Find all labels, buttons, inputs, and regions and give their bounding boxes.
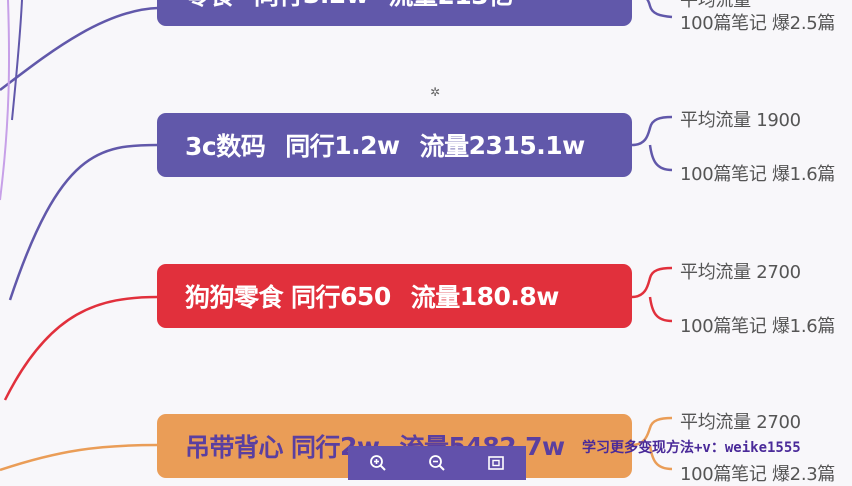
node-traffic-label: 流量 [410,283,461,312]
leaf-average-traffic[interactable]: 平均流量 2700 [680,412,801,433]
node-traffic-label: 流量 [388,0,438,12]
node-peers-label: 同行 [291,433,341,462]
zoom-out-icon[interactable] [424,450,450,476]
node-category: 狗狗零食 [185,283,284,312]
branch-line-edge2 [11,0,23,121]
node-peers-label: 同行 [254,0,304,12]
node-peers-value: 650 [340,281,391,311]
node-peers-value: 3.2w [303,0,369,9]
branch-line-tank [0,443,159,472]
leaf-bracket-3c [631,115,673,172]
fit-screen-icon[interactable] [483,450,509,476]
leaf-notes[interactable]: 100篇笔记 爆2.3篇 [680,464,836,485]
node-category: 吊带背心 [185,433,284,462]
cursor-icon: ✲ [430,85,441,99]
node-category: 3c数码 [185,132,266,161]
node-peers-value: 1.2w [334,130,400,160]
node-category: 零食 [185,0,235,12]
node-peers-label: 同行 [291,283,341,312]
zoom-toolbar [348,446,526,480]
topic-node-snacks[interactable]: 零食 同行 3.2w 流量 213亿 [157,0,632,26]
branch-line-3c [8,143,159,301]
leaf-average-traffic[interactable]: 平均流量 [680,0,751,11]
node-traffic-value: 180.8w [459,281,560,311]
node-traffic-value: 213亿 [437,0,513,12]
branch-line-edge [0,0,11,201]
node-peers-label: 同行 [285,132,335,161]
leaf-average-traffic[interactable]: 平均流量 2700 [680,262,801,283]
zoom-in-icon[interactable] [365,450,391,476]
leaf-bracket-dog [631,266,673,323]
leaf-average-traffic[interactable]: 平均流量 1900 [680,110,801,131]
branch-line-dog [3,295,159,401]
topic-node-3c[interactable]: 3c数码 同行 1.2w 流量 2315.1w [157,113,632,177]
leaf-bracket-tank [631,416,673,471]
node-traffic-label: 流量 [419,132,470,161]
leaf-notes[interactable]: 100篇笔记 爆1.6篇 [680,164,836,185]
watermark-text: 学习更多变现方法+v：weike1555 [582,440,801,456]
leaf-notes[interactable]: 100篇笔记 爆1.6篇 [680,316,836,337]
branch-line-snacks [0,6,159,91]
leaf-notes[interactable]: 100篇笔记 爆2.5篇 [680,13,836,34]
leaf-bracket-snacks [646,0,673,19]
node-traffic-value: 2315.1w [468,130,586,160]
topic-node-dog-snacks[interactable]: 狗狗零食 同行 650 流量 180.8w [157,264,632,328]
